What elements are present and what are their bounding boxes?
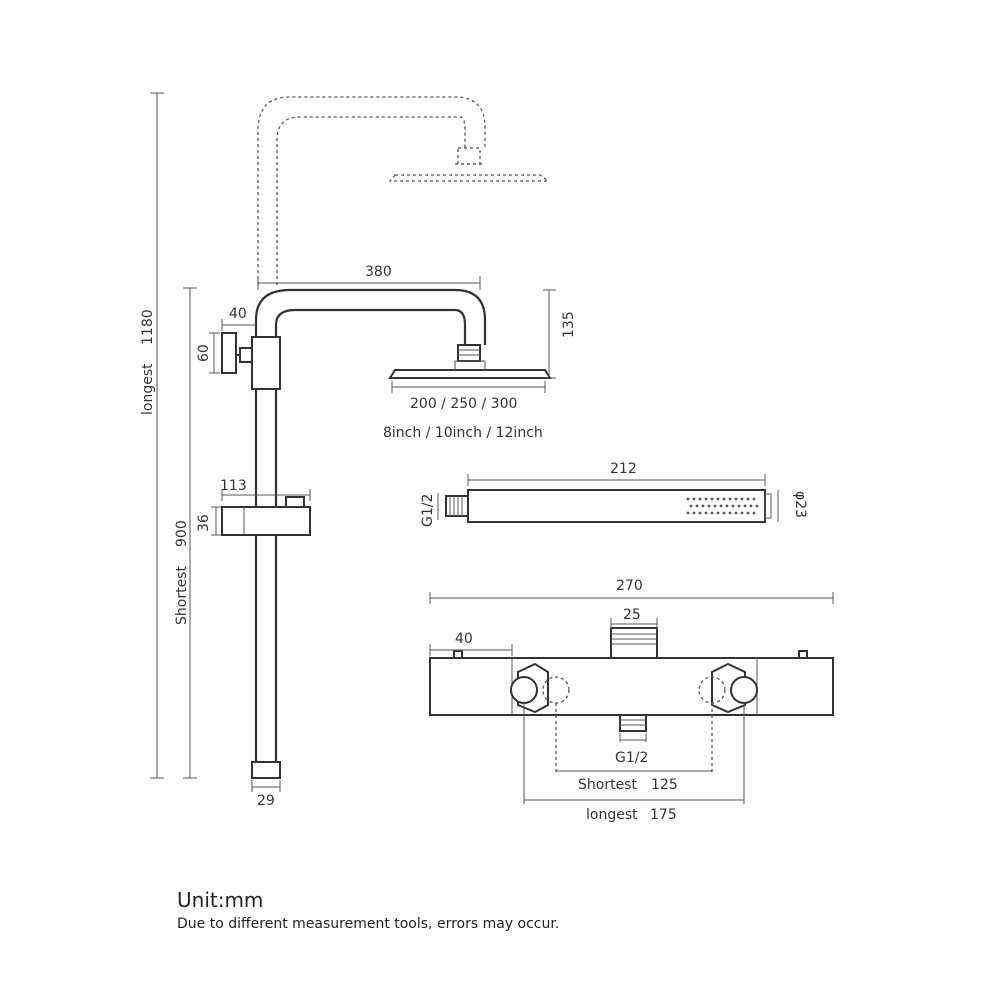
nozzle-dot	[701, 504, 705, 508]
nozzle-dot	[692, 497, 696, 501]
inlet-shortest-label: Shortest	[578, 777, 637, 793]
arm-reach-value: 380	[365, 264, 392, 280]
nozzle-dot	[707, 504, 711, 508]
nozzle-dot	[710, 511, 714, 515]
nozzle-dot	[752, 497, 756, 501]
bracket-offset-dimension	[221, 319, 256, 331]
shortest-label: Shortest	[174, 566, 190, 625]
bracket-height-value: 60	[196, 344, 212, 362]
head-sizes-inch: 8inch / 10inch / 12inch	[383, 425, 543, 441]
inlet-shortest-value: 125	[651, 777, 678, 793]
nozzle-dot	[686, 497, 690, 501]
hand-thread-value: G1/2	[420, 494, 436, 527]
nozzle-dot	[734, 511, 738, 515]
hand-length-dimension	[467, 474, 766, 486]
nozzle-dot	[737, 504, 741, 508]
arm-reach-dimension	[257, 276, 481, 290]
shower-column	[221, 288, 552, 779]
bracket-height-dimension	[209, 332, 220, 374]
unit-title: Unit:mm	[177, 888, 264, 912]
nozzle-dot	[722, 497, 726, 501]
inlet-longest-value: 175	[650, 807, 677, 823]
arm-height-value: 135	[561, 311, 577, 338]
nozzle-dot	[710, 497, 714, 501]
valve-top-thread-value: 25	[623, 607, 641, 623]
longest-dimension-line	[150, 92, 164, 779]
head-width-dimension	[391, 381, 546, 393]
valve-end-dimension	[429, 644, 513, 656]
pipe-diameter-value: 29	[257, 793, 275, 809]
arm-height-dimension	[543, 289, 556, 379]
valve-outlet-value: G1/2	[615, 750, 648, 766]
nozzle-dot	[755, 504, 759, 508]
nozzle-dot	[698, 497, 702, 501]
nozzle-dot	[719, 504, 723, 508]
valve-outlet-dimension	[619, 733, 647, 742]
nozzle-dot	[728, 511, 732, 515]
nozzle-dot	[728, 497, 732, 501]
valve-end-value: 40	[455, 631, 473, 647]
nozzle-dot	[752, 511, 756, 515]
hand-length-value: 212	[610, 461, 637, 477]
nozzle-dot	[692, 511, 696, 515]
nozzle-dot	[725, 504, 729, 508]
longest-label: longest	[140, 363, 156, 415]
hand-diameter-value: φ23	[792, 491, 808, 518]
bracket-offset-value: 40	[229, 306, 247, 322]
inlet-shortest-dimension	[555, 703, 713, 774]
nozzle-dot	[716, 497, 720, 501]
nozzle-dot	[746, 511, 750, 515]
valve-top-thread-dimension	[610, 618, 658, 630]
inlet-longest-label: longest	[586, 807, 638, 823]
nozzle-dot	[695, 504, 699, 508]
valve-width-value: 270	[616, 578, 643, 594]
nozzle-dot	[749, 504, 753, 508]
shortest-dimension-line	[183, 287, 197, 779]
holder-height-dimension	[211, 506, 221, 536]
nozzle-dot	[743, 504, 747, 508]
nozzle-dot	[713, 504, 717, 508]
nozzle-dot	[746, 497, 750, 501]
holder-width-dimension	[221, 489, 311, 501]
holder-width-value: 113	[220, 478, 247, 494]
nozzle-dot	[704, 497, 708, 501]
nozzle-dot	[689, 504, 693, 508]
nozzle-dot	[686, 511, 690, 515]
nozzle-dot	[716, 511, 720, 515]
thermostatic-valve	[429, 627, 834, 732]
nozzle-dot	[722, 511, 726, 515]
hand-shower	[445, 489, 772, 523]
longest-value: 1180	[140, 309, 156, 345]
shortest-value: 900	[174, 520, 190, 547]
holder-height-value: 36	[196, 514, 212, 532]
inlet-longest-dimension	[523, 703, 745, 804]
head-sizes-mm: 200 / 250 / 300	[410, 396, 517, 412]
nozzle-dot	[698, 511, 702, 515]
hand-shower-nozzles	[686, 497, 759, 515]
nozzle-dot	[731, 504, 735, 508]
pipe-diameter-dimension	[251, 780, 281, 792]
extended-shower-outline	[257, 96, 550, 285]
nozzle-dot	[704, 511, 708, 515]
nozzle-dot	[740, 511, 744, 515]
valve-width-dimension	[429, 592, 834, 604]
measurement-note: Due to different measurement tools, erro…	[177, 916, 560, 932]
nozzle-dot	[740, 497, 744, 501]
nozzle-dot	[734, 497, 738, 501]
